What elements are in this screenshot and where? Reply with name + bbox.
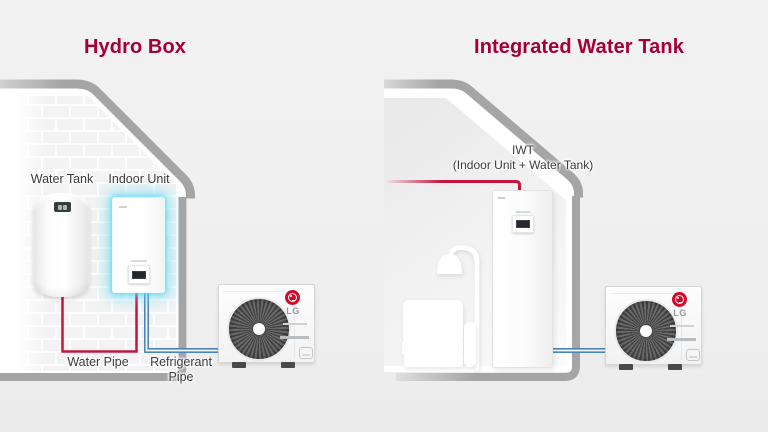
controller-screen — [132, 270, 146, 279]
model-text-mark — [670, 325, 694, 327]
valve-cover — [686, 349, 700, 361]
unit-label-mark — [130, 260, 147, 262]
unit-foot — [232, 362, 246, 368]
iwt-unit — [492, 190, 553, 368]
water-pipe-inlet — [386, 180, 521, 194]
fan-hub — [253, 323, 265, 335]
right-roof-outline — [438, 79, 583, 198]
tank-display — [54, 202, 71, 212]
valve-cover — [299, 347, 313, 359]
series-text-mark — [667, 338, 696, 341]
model-text-mark — [283, 323, 307, 325]
fan-grille-icon — [614, 299, 678, 363]
water-pipe — [61, 290, 138, 353]
controller-screen — [515, 220, 530, 228]
controller-panel — [128, 265, 150, 284]
brand-text: LG — [673, 308, 687, 318]
iwt-label-line1: IWT — [512, 143, 534, 157]
right-wall-floor-outline — [396, 196, 580, 381]
controller-panel — [511, 215, 534, 233]
sofa — [402, 300, 476, 367]
unit-foot — [619, 364, 633, 370]
unit-logo-mark — [498, 197, 505, 199]
iwt-label: IWT (Indoor Unit + Water Tank) — [408, 143, 638, 173]
water-tank-label: Water Tank — [30, 172, 94, 186]
indoor-unit-hydro-box — [112, 197, 165, 293]
right-title: Integrated Water Tank — [474, 36, 684, 58]
outdoor-unit-left: LG — [218, 284, 315, 368]
fan-grille-icon — [227, 297, 291, 361]
iwt-label-line2: (Indoor Unit + Water Tank) — [452, 158, 594, 172]
lg-logo-icon — [285, 290, 300, 305]
series-text-mark — [280, 336, 309, 339]
left-roof-outline — [66, 79, 195, 199]
brand-text: LG — [286, 306, 300, 316]
left-title: Hydro Box — [83, 36, 187, 58]
unit-label-mark — [515, 211, 530, 213]
floor-lamp — [437, 245, 480, 371]
left-wall-floor-outline — [0, 197, 187, 381]
water-pipe-label: Water Pipe — [67, 355, 129, 369]
unit-logo-mark — [119, 206, 127, 208]
refrigerant-pipe-label: Refrigerant Pipe — [150, 355, 212, 384]
unit-foot — [668, 364, 682, 370]
indoor-unit-label: Indoor Unit — [108, 172, 170, 186]
outdoor-unit-right: LG — [605, 286, 702, 370]
lg-logo-icon — [672, 292, 687, 307]
refrigerant-pipe-left — [144, 289, 220, 353]
water-tank — [33, 193, 90, 297]
unit-foot — [281, 362, 295, 368]
fan-hub — [640, 325, 652, 337]
